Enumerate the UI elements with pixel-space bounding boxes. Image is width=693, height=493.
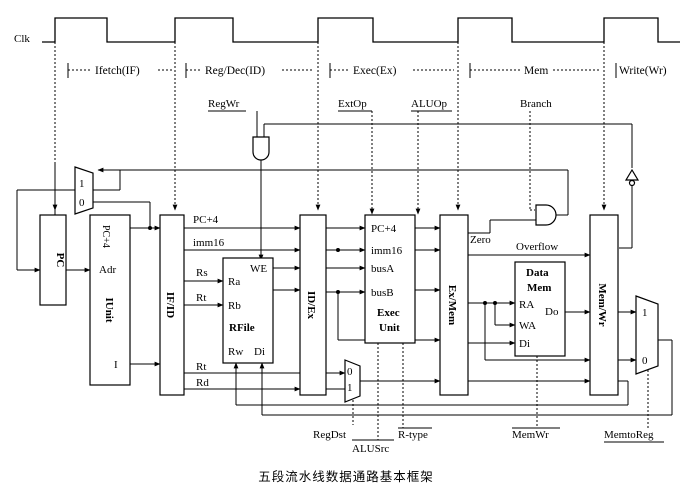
- memwr-label: MemWr: [512, 429, 549, 441]
- inverter-gate: [624, 168, 640, 181]
- memtoreg-label: MemtoReg: [604, 429, 654, 441]
- datamem-do: Do: [545, 306, 559, 318]
- branch-label: Branch: [520, 98, 552, 110]
- rfile-di: Di: [254, 346, 265, 358]
- stage-label-mem: Mem: [524, 65, 548, 77]
- iunit-label: IUnit: [103, 297, 115, 322]
- if-id-label: IF/ID: [164, 292, 176, 318]
- datamem-label-2: Mem: [527, 282, 551, 294]
- memtoreg-mux-in0: 0: [642, 355, 648, 367]
- iunit-block: [89, 214, 131, 386]
- ex-mem-label: Ex/Mem: [446, 285, 458, 325]
- clock-edge-markers: [52, 18, 607, 211]
- regdst-mux-in1: 1: [347, 382, 353, 394]
- data-mem-block: [514, 261, 566, 357]
- ex-mem-register: [439, 214, 469, 396]
- sig-rt2: Rt: [196, 361, 206, 373]
- regdst-mux-in0: 0: [347, 366, 353, 378]
- stage-label-ex: Exec(Ex): [353, 65, 397, 77]
- sig-rs: Rs: [196, 267, 208, 279]
- clock-waveform: [42, 17, 680, 43]
- exec-imm16: imm16: [371, 245, 403, 257]
- pc-mux-in0: 0: [79, 197, 85, 209]
- pc-mux: [74, 166, 94, 215]
- exec-busb: busB: [371, 287, 394, 299]
- sig-imm16: imm16: [193, 237, 225, 249]
- rfile-ra: Ra: [228, 276, 240, 288]
- exec-pc4: PC+4: [371, 223, 397, 235]
- regwr-and-gate: [252, 136, 270, 161]
- rtype-label: R-type: [398, 429, 428, 441]
- sig-overflow: Overflow: [516, 241, 558, 253]
- rfile-block: [222, 257, 274, 364]
- pc-mux-in1: 1: [79, 178, 85, 190]
- exec-label-1: Exec: [377, 307, 400, 319]
- stage-labels: Ifetch(IF) Reg/Dec(ID) Exec(Ex) Mem Writ…: [67, 63, 667, 78]
- datamem-label-1: Data: [526, 267, 549, 279]
- rfile-we: WE: [250, 263, 267, 275]
- iunit-i: I: [114, 359, 118, 371]
- sig-rd: Rd: [196, 377, 209, 389]
- mem-wr-register: [589, 214, 619, 396]
- alusrc-label: ALUSrc: [352, 443, 389, 455]
- if-id-register: [159, 214, 185, 396]
- datamem-ra: RA: [519, 299, 534, 311]
- memtoreg-mux-in1: 1: [642, 307, 648, 319]
- id-ex-register: [299, 214, 327, 396]
- extop-label: ExtOp: [338, 98, 367, 110]
- id-ex-label: ID/Ex: [305, 291, 317, 320]
- exec-unit-block: [364, 214, 416, 344]
- memtoreg-mux: [635, 295, 659, 375]
- pc-label: PC: [54, 253, 66, 268]
- pc-register: [39, 214, 67, 306]
- regdst-label: RegDst: [313, 429, 346, 441]
- iunit-adr: Adr: [99, 264, 116, 276]
- rfile-rb: Rb: [228, 300, 241, 312]
- aluop-label: ALUOp: [411, 98, 448, 110]
- exec-label-2: Unit: [379, 322, 400, 334]
- stage-label-if: Ifetch(IF): [95, 65, 140, 77]
- mem-wr-label: Mem/Wr: [596, 283, 608, 326]
- datamem-wa: WA: [519, 320, 536, 332]
- branch-and-gate: [535, 204, 557, 226]
- sig-rt1: Rt: [196, 292, 206, 304]
- datamem-di: Di: [519, 338, 530, 350]
- exec-busa: busA: [371, 263, 394, 275]
- rfile-rw: Rw: [228, 346, 243, 358]
- stage-label-wr: Write(Wr): [619, 65, 667, 77]
- sig-zero: Zero: [470, 234, 491, 246]
- regwr-label: RegWr: [208, 98, 240, 110]
- stage-label-id: Reg/Dec(ID): [205, 65, 265, 77]
- clk-label: Clk: [14, 33, 30, 45]
- diagram-caption: 五段流水线数据通路基本框架: [258, 469, 434, 484]
- rfile-label: RFile: [229, 322, 255, 334]
- sig-pc4: PC+4: [193, 214, 219, 226]
- regdst-mux: [344, 359, 361, 403]
- iunit-pc4: PC+4: [100, 225, 111, 248]
